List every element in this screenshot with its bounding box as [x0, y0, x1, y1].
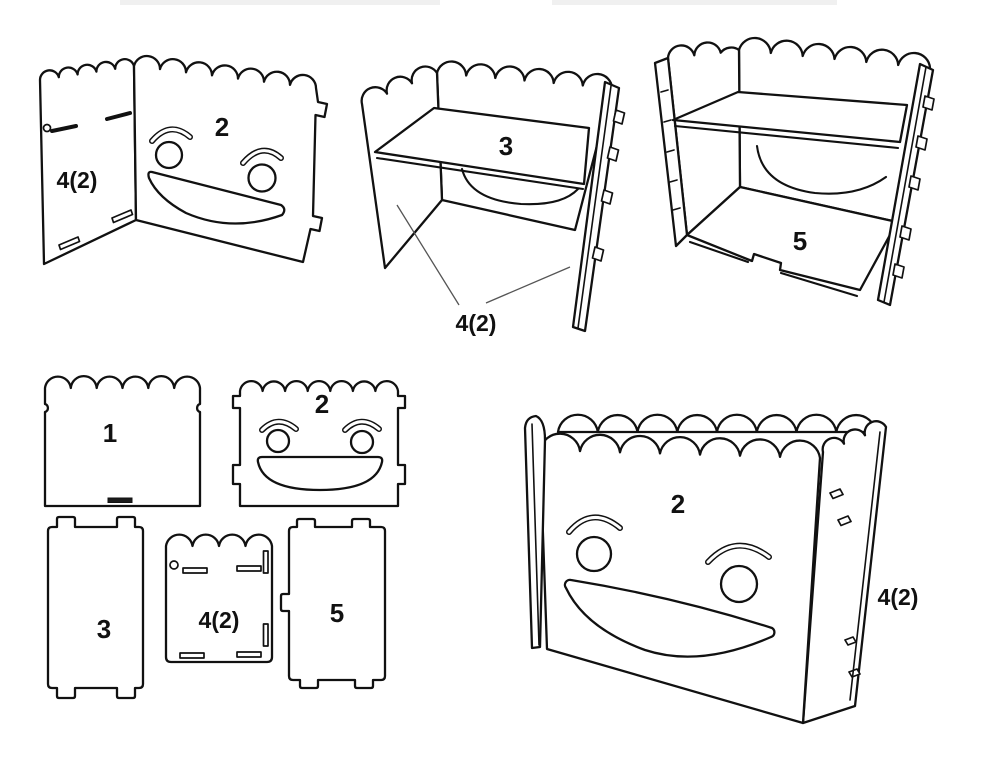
label-part5: 5 [330, 598, 344, 628]
part1-back-panel [43, 375, 202, 508]
right-panel-inner-edge [883, 66, 927, 303]
step3-bottom-panel [685, 185, 899, 292]
smile-cutout-seen-from-back [755, 144, 888, 195]
slot-cut-marks [50, 111, 132, 133]
left-eyebrow-inner [260, 420, 298, 432]
left-eye [154, 140, 184, 170]
left-eyebrow-inner [567, 515, 622, 534]
left-edge-hatching [660, 89, 681, 211]
smile-cutout-seen-from-back [460, 167, 580, 206]
label-part2: 2 [315, 389, 329, 419]
part3-shelf-panel [46, 515, 145, 700]
flat-parts-overview: 1 2 3 4(2) 5 [43, 375, 407, 700]
label-step2-side-panels: 4(2) [456, 310, 497, 336]
step2-shelf [373, 106, 591, 186]
step2-left-side-panel [360, 65, 444, 270]
shelf-thickness-edge [375, 156, 585, 191]
right-eyebrow-inner [343, 420, 381, 432]
pin-hole [169, 560, 179, 570]
step3-assembly: 5 [653, 36, 935, 307]
bottom-slots [58, 209, 134, 251]
left-edge-inner-line [531, 423, 540, 646]
part1-bottom-slot [107, 497, 133, 503]
pin-hole [42, 123, 52, 133]
final-face-panel [538, 432, 822, 725]
right-eye [719, 564, 759, 604]
label-step1-side-panel: 4(2) [57, 167, 98, 193]
label-part1: 1 [103, 418, 117, 448]
label-step3-bottom-panel: 5 [793, 226, 807, 256]
right-panel-inner-edge [577, 85, 612, 329]
final-side-panel [801, 420, 888, 725]
right-panel-tabs [892, 95, 935, 279]
part5-bottom-panel [279, 517, 387, 690]
cropped-text-artifact [552, 0, 837, 5]
final-assembly: 2 4(2) [523, 413, 919, 725]
step3-left-side-panel [666, 41, 742, 237]
label-step2-shelf: 3 [499, 131, 513, 161]
step2-right-side-panel [571, 80, 621, 333]
step3-shelf [671, 90, 909, 144]
label-part4: 4(2) [199, 607, 240, 633]
leader-lines [396, 204, 571, 306]
right-eyebrow-inner [241, 149, 283, 165]
cropped-text-artifact [120, 0, 440, 5]
step1-side-panel-outline [38, 58, 138, 266]
side-panel-rear-edge-line [849, 431, 881, 701]
left-eye [575, 535, 613, 573]
part4-side-panel [164, 533, 274, 664]
label-final-face-panel: 2 [671, 489, 685, 519]
label-part3: 3 [97, 614, 111, 644]
right-eye [349, 429, 375, 455]
back-panel-scallops [556, 413, 878, 434]
part4-slots [179, 550, 269, 659]
smile-cutout [563, 578, 776, 658]
smile-cutout [256, 455, 384, 492]
left-eyebrow-inner [150, 128, 192, 143]
step2-assembly: 3 4(2) [360, 60, 626, 336]
right-panel-tabs [591, 109, 626, 262]
bottom-thickness-edge [688, 240, 859, 298]
left-eye [265, 428, 291, 454]
step1-assembly: 4(2) 2 [38, 54, 329, 266]
right-eyebrow-inner [706, 544, 771, 564]
label-step1-face-panel: 2 [215, 112, 229, 142]
smile-cutout [147, 170, 286, 225]
shelf-thickness-edge [673, 124, 900, 150]
side-panel-joint-tabs [829, 488, 861, 678]
label-final-side-panel: 4(2) [878, 584, 919, 610]
right-eye [247, 163, 277, 193]
